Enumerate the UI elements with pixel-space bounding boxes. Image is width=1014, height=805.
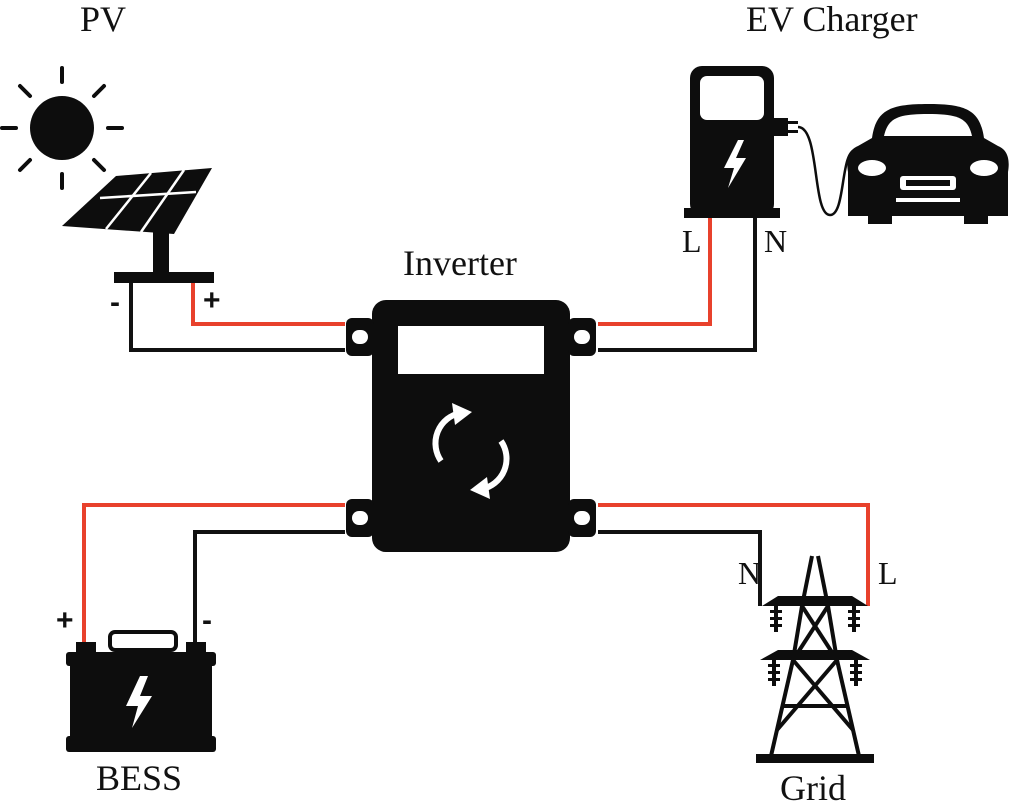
wires (82, 218, 870, 645)
inverter-label: Inverter (403, 243, 517, 283)
ev-charger-icon (684, 66, 857, 218)
bess-label: BESS (96, 758, 182, 798)
battery-icon (66, 630, 216, 752)
pv-plus-wire (191, 283, 345, 326)
pv-minus-wire (129, 283, 345, 352)
grid-line-label: L (878, 555, 898, 591)
bess-minus-wire (193, 530, 345, 645)
electric-car-icon (847, 104, 1009, 224)
grid-line-wire (598, 503, 870, 606)
bess-minus-label: - (202, 604, 212, 637)
pv-plus-label: + (203, 284, 221, 317)
pv-label: PV (80, 0, 126, 39)
solar-panel-icon (62, 168, 214, 283)
ev-neutral-label: N (764, 223, 787, 259)
bess-plus-wire (82, 503, 345, 645)
sun-icon (0, 66, 124, 190)
transmission-tower-icon (756, 555, 874, 763)
inverter-icon (346, 300, 596, 552)
refresh-icon (432, 403, 510, 499)
grid-neutral-label: N (738, 555, 761, 591)
grid-neutral-wire (598, 530, 762, 606)
ev-neutral-wire (598, 218, 757, 352)
pv-minus-label: - (110, 286, 120, 319)
ev-charger-label: EV Charger (746, 0, 918, 39)
bess-plus-label: + (56, 604, 74, 637)
ev-line-label: L (682, 223, 702, 259)
grid-label: Grid (780, 768, 846, 805)
ev-line-wire (598, 218, 712, 326)
